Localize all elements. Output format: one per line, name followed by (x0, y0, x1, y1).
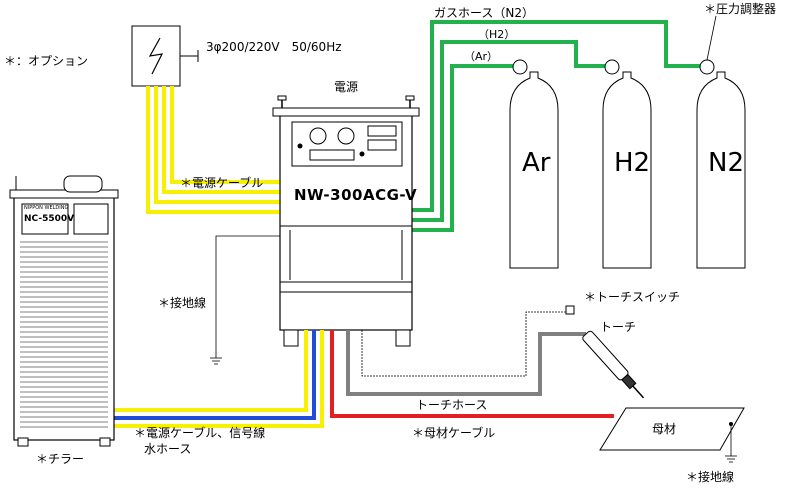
ar-hose-label: （Ar） (464, 50, 499, 63)
meter-left-icon (309, 127, 327, 145)
gas-hose-label: ガスホース（N2） (434, 6, 535, 20)
wheel-icon (283, 329, 299, 347)
power-supply-spec: 3φ200/220V 50/60Hz (206, 40, 342, 54)
meter-right-icon (337, 127, 355, 145)
base-cable-label: ＊母材ケーブル (412, 426, 496, 440)
ground-wire-welder (210, 235, 280, 365)
h2-hose-label: （H2） (478, 28, 516, 41)
regulator-icons (512, 59, 715, 75)
chiller-handle-icon (63, 175, 103, 193)
chiller-cables-label-1: ＊電源ケーブル、信号線 (134, 426, 266, 440)
chiller-model-label: NC-5500V (24, 214, 75, 224)
torch-icon (582, 330, 645, 399)
power-outlet-box (131, 25, 199, 87)
torch-switch-icon (565, 305, 575, 315)
wheel-icon (17, 437, 29, 447)
welder-model-label: NW-300ACG-V (294, 186, 418, 204)
chiller-cables-label-2: 水ホース (144, 442, 192, 456)
regulator-n2-icon (699, 59, 715, 75)
chiller-unit (9, 175, 119, 447)
torch-hose (346, 330, 586, 396)
ground-wire-label: ＊接地線 (158, 296, 207, 310)
power-cable-label: ＊電源ケーブル (180, 176, 264, 190)
base-material-cable (330, 330, 614, 418)
torch-label: トーチ (600, 320, 637, 334)
welder-unit (272, 95, 420, 347)
regulator-ar-icon (512, 59, 528, 75)
base-material-plate (599, 407, 745, 451)
wheel-icon (395, 329, 411, 347)
ground-wire-base (725, 424, 737, 463)
chiller-label: ＊チラー (36, 452, 85, 466)
cylinder-ar (509, 71, 559, 269)
chiller-signal-cable (114, 330, 324, 428)
lightning-icon (148, 37, 164, 75)
cylinder-n2-label: N2 (708, 148, 744, 178)
power-source-label: 電源 (334, 80, 359, 94)
cylinder-ar-label: Ar (522, 148, 551, 178)
chiller-power-cable (114, 330, 308, 412)
cylinder-h2 (602, 71, 652, 269)
regulator-h2-icon (604, 59, 620, 75)
cylinder-h2-label: H2 (614, 148, 651, 178)
chiller-water-hose (114, 330, 316, 420)
ground-wire-base-label: ＊接地線 (686, 470, 735, 484)
chiller-brand-label: NIPPON WELDING (24, 205, 69, 211)
gas-hoses (412, 20, 700, 232)
option-note: ＊：オプション (4, 54, 89, 68)
cylinder-n2 (696, 71, 746, 269)
base-material-label: 母材 (652, 422, 677, 436)
power-cable (146, 86, 280, 214)
regulator-label: ＊圧力調整器 (704, 2, 777, 16)
torch-switch-label: ＊トーチスイッチ (584, 290, 681, 304)
torch-hose-label: トーチホース (416, 398, 488, 412)
wheel-icon (99, 437, 111, 447)
torch-switch-line (361, 311, 570, 377)
